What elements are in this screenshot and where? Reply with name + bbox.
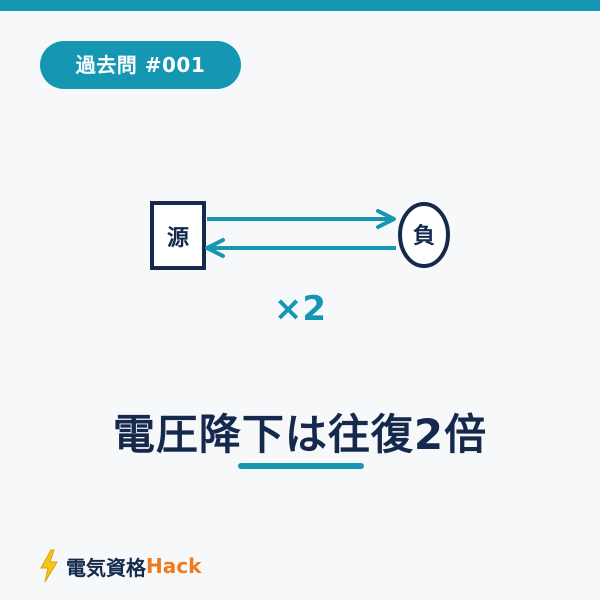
lightning-bolt-icon xyxy=(40,549,58,583)
source-label: 源 xyxy=(167,226,189,251)
brand-hack: Hack xyxy=(146,554,202,578)
return-arrow xyxy=(205,238,396,258)
load-ellipse xyxy=(398,202,450,268)
source-box xyxy=(150,201,206,270)
headline-title: 電圧降下は往復2倍 xyxy=(112,410,488,459)
load-label: 負 xyxy=(413,223,435,249)
question-badge: 過去問 #001 xyxy=(40,41,241,89)
brand-name: 電気資格 xyxy=(66,555,146,580)
brand-footer: 電気資格 Hack xyxy=(38,548,201,584)
headline-underline xyxy=(238,463,364,469)
multiplier-label: ×2 xyxy=(274,289,326,329)
top-accent-bar xyxy=(0,0,600,11)
forward-arrow xyxy=(207,209,396,229)
